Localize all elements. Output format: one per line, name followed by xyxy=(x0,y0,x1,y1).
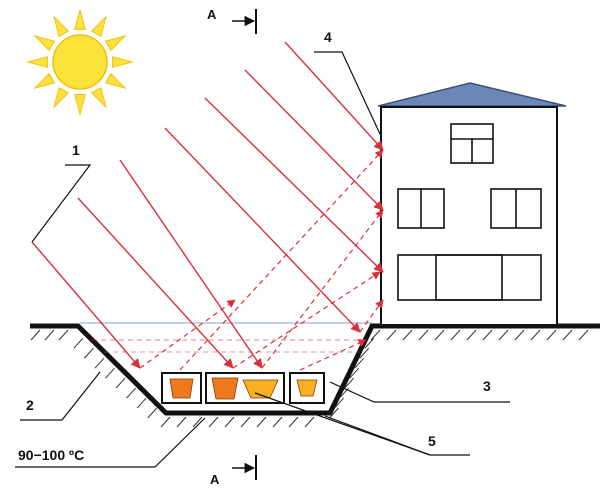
callout-1: 1 xyxy=(72,142,80,158)
container-boxes xyxy=(161,372,325,404)
section-label-top: A xyxy=(207,7,217,22)
soil-hatching xyxy=(30,329,589,428)
sun-icon xyxy=(26,8,134,116)
house xyxy=(377,82,567,326)
callout-5: 5 xyxy=(428,433,436,449)
house-roof xyxy=(377,82,567,107)
solar-rays xyxy=(31,41,384,371)
section-label-bottom: A xyxy=(210,472,220,487)
section-marker-bottom: A xyxy=(210,455,257,487)
callout-4: 4 xyxy=(324,29,332,45)
house-wall xyxy=(380,106,558,326)
temperature-label: 90−100 ºC xyxy=(18,447,84,463)
heated-vessels xyxy=(169,377,318,400)
callout-leaders xyxy=(15,51,510,468)
pit-cover xyxy=(80,322,372,353)
callout-3: 3 xyxy=(483,378,491,394)
callout-2: 2 xyxy=(26,397,34,413)
section-marker-top: A xyxy=(207,7,257,34)
